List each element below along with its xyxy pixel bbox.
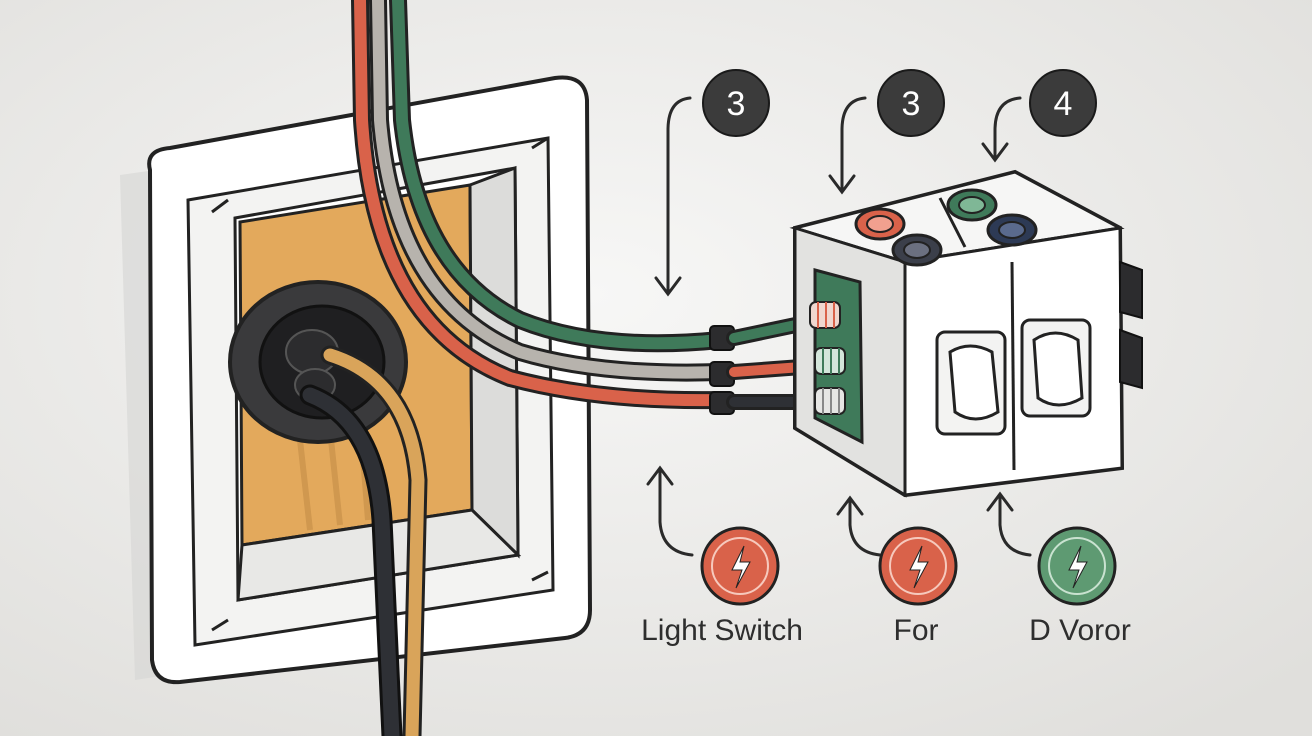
grey-wire: [372, 0, 726, 379]
green-wire: [392, 0, 726, 350]
caption-label: D Voror: [1029, 614, 1131, 647]
lightning-bolt-icon: [731, 545, 751, 589]
lightning-bolt-icon: [1068, 545, 1088, 589]
black-wire-down: [302, 387, 400, 736]
leader-arrows-bottom: [646, 465, 1032, 557]
step-badge-label: 3: [727, 85, 746, 123]
switch-block: [789, 169, 1143, 498]
wire-connector-clear: [814, 387, 846, 415]
caption-label: For: [894, 614, 939, 647]
terminal-navy: [986, 213, 1038, 247]
red-wire: [354, 0, 726, 407]
step-badge-label: 3: [902, 85, 921, 123]
wires-down: [299, 345, 428, 736]
wires-top: [351, 0, 823, 415]
caption-group: For: [878, 526, 958, 647]
step-badge: 4: [1029, 69, 1097, 137]
terminal-black: [891, 233, 943, 267]
conduit-grommet: [228, 280, 408, 444]
step-badge: 3: [702, 69, 770, 137]
wire-connector-green: [814, 347, 846, 375]
toggle-switch-right: [1020, 318, 1092, 418]
caption-label: Light Switch: [641, 614, 803, 647]
step-badge-label: 4: [1054, 85, 1073, 123]
leader-arrows-top: [654, 96, 1022, 297]
step-badge: 3: [877, 69, 945, 137]
caption-group: D Voror: [1029, 526, 1131, 647]
wire-connector-red: [809, 301, 841, 329]
tan-wire: [323, 348, 425, 736]
terminal-green: [946, 188, 998, 222]
terminal-red: [854, 207, 906, 241]
caption-group: Light Switch: [641, 526, 803, 647]
toggle-switch-left: [935, 330, 1007, 436]
lightning-bolt-icon: [909, 545, 929, 589]
